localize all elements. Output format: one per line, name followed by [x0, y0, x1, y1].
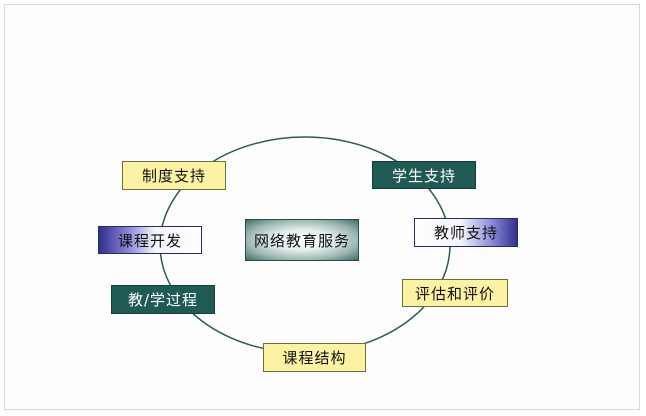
center-node-label: 网络教育服务: [253, 231, 350, 250]
node-teaching-learning-process: 教/学过程: [111, 285, 215, 314]
node-teacher-support: 教师支持: [414, 218, 518, 247]
node-label: 课程开发: [117, 231, 182, 250]
node-label: 评估和评价: [414, 284, 495, 303]
center-node-online-education-service: 网络教育服务: [245, 219, 359, 261]
slide-frame: [4, 4, 640, 410]
node-student-support: 学生支持: [372, 161, 476, 189]
node-course-development: 课程开发: [98, 226, 202, 254]
node-policy-support: 制度支持: [122, 161, 226, 190]
node-label: 教/学过程: [127, 291, 199, 309]
node-label: 制度支持: [141, 167, 206, 185]
node-label: 课程结构: [282, 349, 347, 367]
node-course-structure: 课程结构: [263, 343, 366, 372]
node-label: 学生支持: [391, 166, 456, 185]
node-assessment-evaluation: 评估和评价: [402, 279, 508, 307]
node-label: 教师支持: [433, 224, 498, 242]
